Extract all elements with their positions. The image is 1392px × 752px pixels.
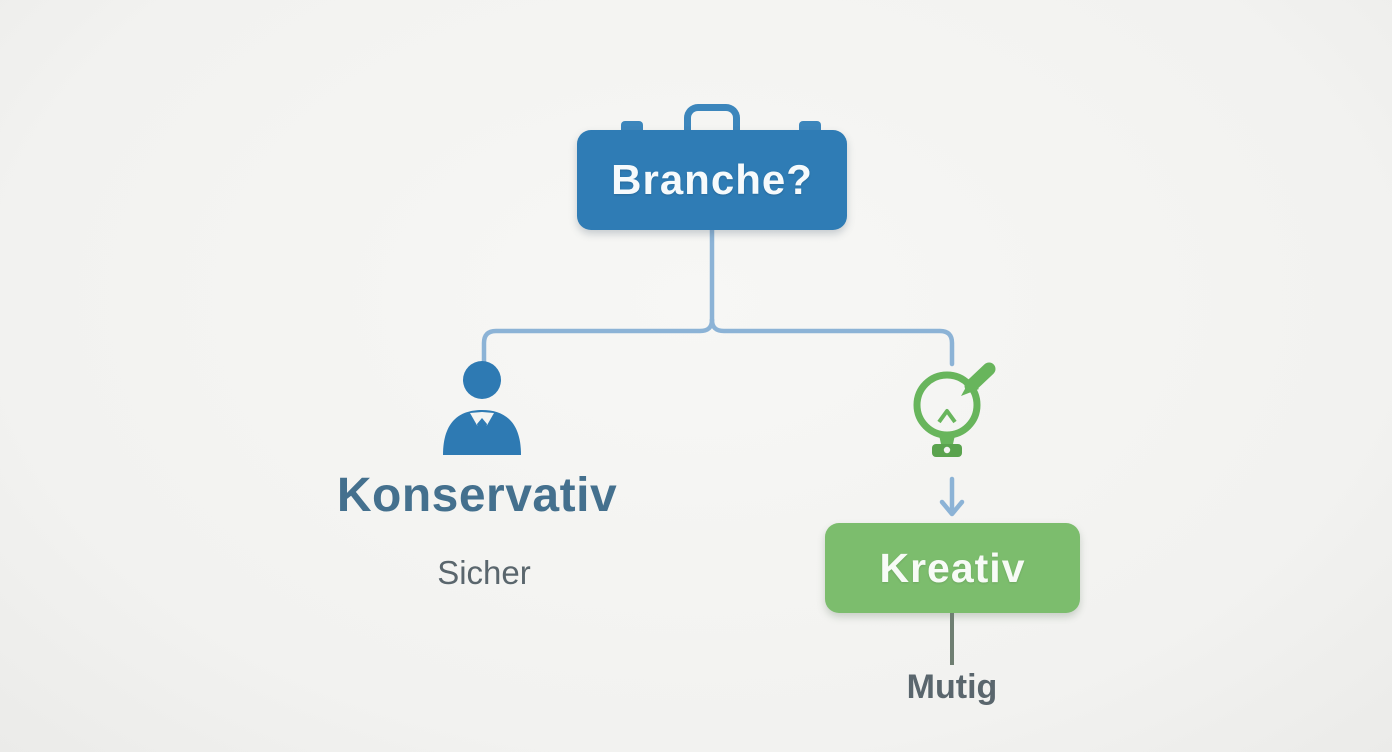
left-branch-label: Konservativ xyxy=(336,469,618,522)
root-node-branche: Branche? xyxy=(577,130,847,230)
right-branch-sublabel: Mutig xyxy=(906,668,998,706)
briefcase-handle-icon xyxy=(684,104,740,138)
right-branch-node-kreativ: Kreativ xyxy=(825,523,1080,613)
briefcase-latch-icon xyxy=(621,121,643,132)
arrow-down-icon xyxy=(939,476,965,517)
kreativ-node-label: Kreativ xyxy=(879,544,1026,591)
lightbulb-pencil-icon xyxy=(913,362,996,457)
root-node-label: Branche? xyxy=(611,156,813,203)
left-branch-sublabel: Sicher xyxy=(437,554,531,591)
briefcase-latch-icon xyxy=(799,121,821,132)
kreativ-stem-line xyxy=(950,613,954,665)
businessman-icon xyxy=(443,361,521,455)
